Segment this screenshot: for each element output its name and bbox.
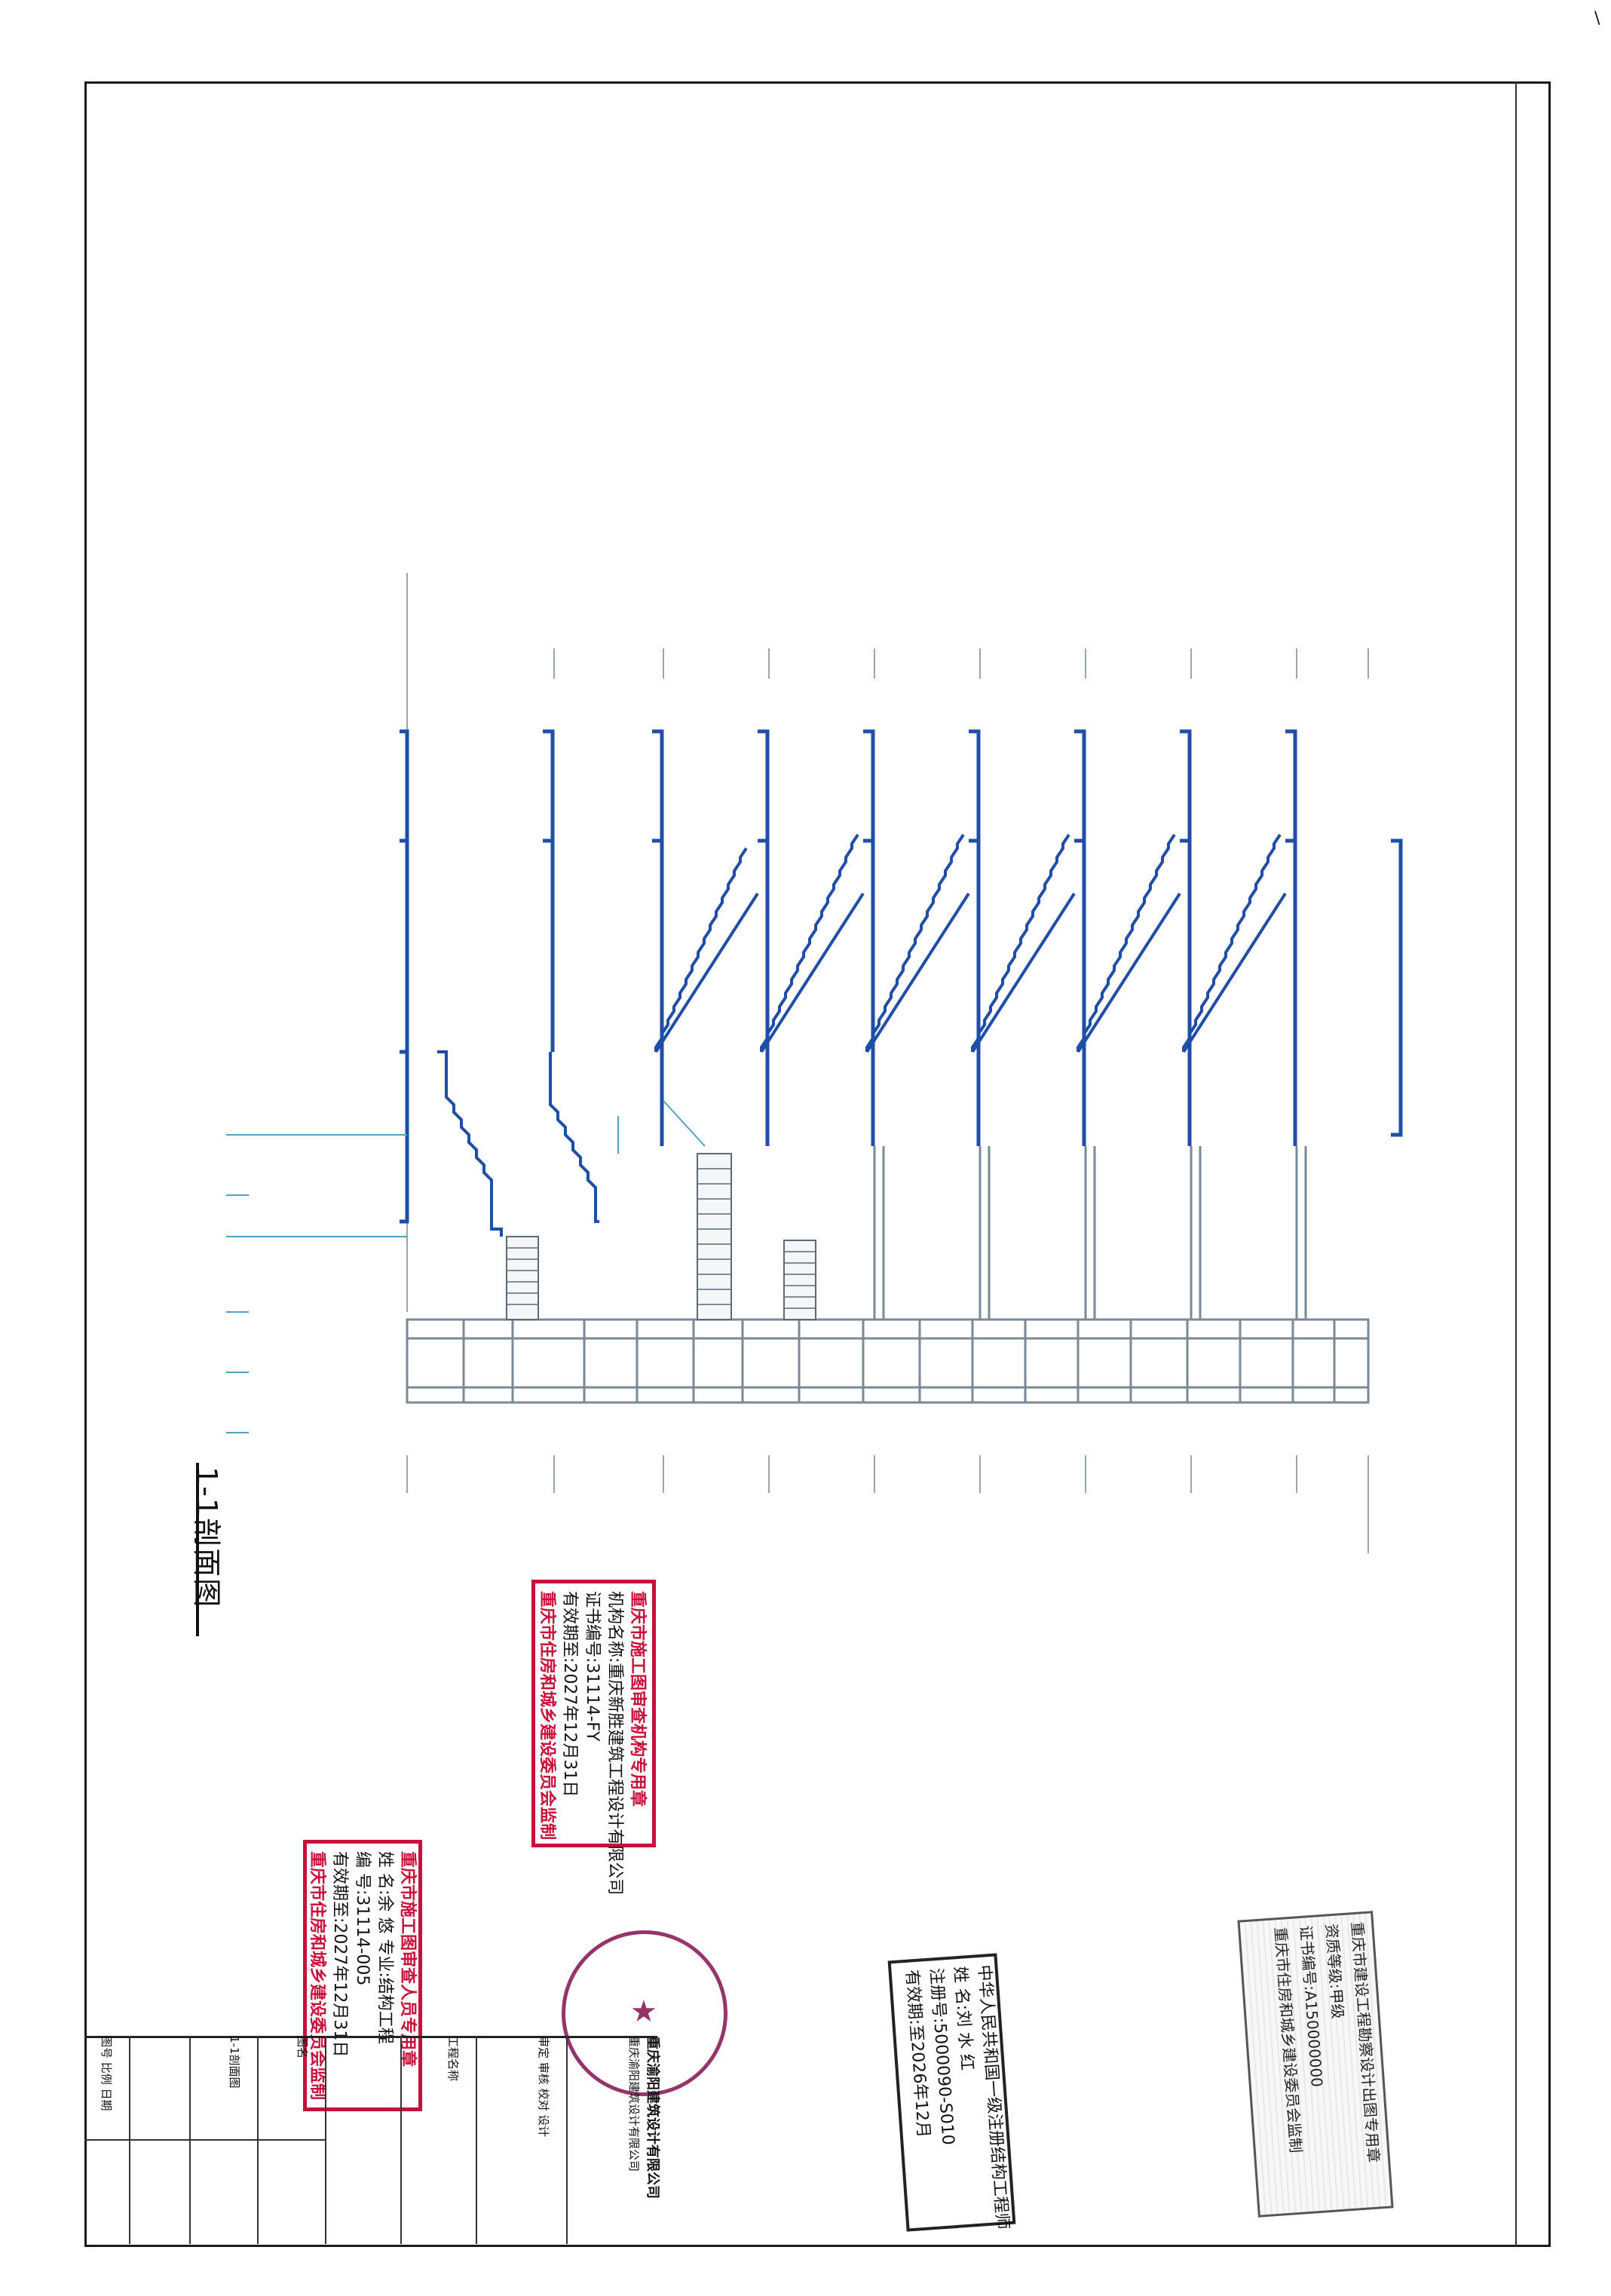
qualification-seal: 重庆市建设工程勘察设计出图专用章 资质等级:甲级 证书编号:A150000000…: [1237, 1911, 1394, 2218]
registered-engineer-seal: 中华人民共和国一级注册结构工程师 姓 名:刘 水 红 注册号:5000090-S…: [887, 1953, 1016, 2232]
drawing-title: 1-1剖面图: [190, 1467, 223, 1609]
review-seal-line2: 机构名称:重庆新胜建筑工程设计有限公司: [605, 1591, 624, 1896]
title-block: [84, 2036, 657, 2244]
review-seal-line3: 证书编号:31114-FY: [583, 1591, 602, 1742]
drawing-frame: [84, 81, 1551, 2247]
tb-project: 工程名称: [446, 2036, 460, 2082]
tb-company: 重庆渝阳建筑设计有限公司: [627, 2036, 641, 2172]
engineer-seal: 重庆市施工图审查人员专用章 姓 名:余 悠 专业:结构工程 编 号:31114-…: [303, 1840, 422, 2111]
tb-drawing-name-label: 图名: [296, 2036, 309, 2059]
binding-strip: [1515, 81, 1551, 2247]
foundation-grid: [406, 1318, 1370, 1404]
tb-number-scale-date: 图号 比例 日期: [100, 2036, 113, 2111]
review-seal-line5: 重庆市住房和城乡建设委员会监制: [538, 1591, 556, 1841]
vent-grilles: [506, 1153, 816, 1320]
seal-star-icon: ★: [630, 1994, 657, 2029]
page-mark: \: [1594, 9, 1600, 28]
lower-columns: [873, 1146, 1307, 1320]
review-seal-line1: 重庆市施工图审查机构专用章: [628, 1591, 647, 1807]
company-name: 重庆渝阳建筑设计有限公司: [645, 2036, 660, 2199]
tb-signatures: 审定 审核 校对 设计: [537, 2036, 550, 2138]
tb-drawing-name: 1-1剖面图: [228, 2036, 241, 2089]
review-institution-seal: 重庆市施工图审查机构专用章 机构名称:重庆新胜建筑工程设计有限公司 证书编号:3…: [531, 1580, 656, 1895]
company-round-seal: ★: [562, 1930, 727, 2096]
stair-flights: [437, 833, 1287, 1237]
title-underline: [196, 1463, 199, 1636]
title-block-text: 重庆渝阳建筑设计有限公司 审定 审核 校对 设计 工程名称 图名 1-1剖面图 …: [84, 2036, 657, 2244]
review-seal-line4: 有效期至:2027年12月31日: [560, 1591, 579, 1798]
stair-walls: [400, 729, 1403, 1224]
title-block-grid: [84, 2036, 568, 2244]
